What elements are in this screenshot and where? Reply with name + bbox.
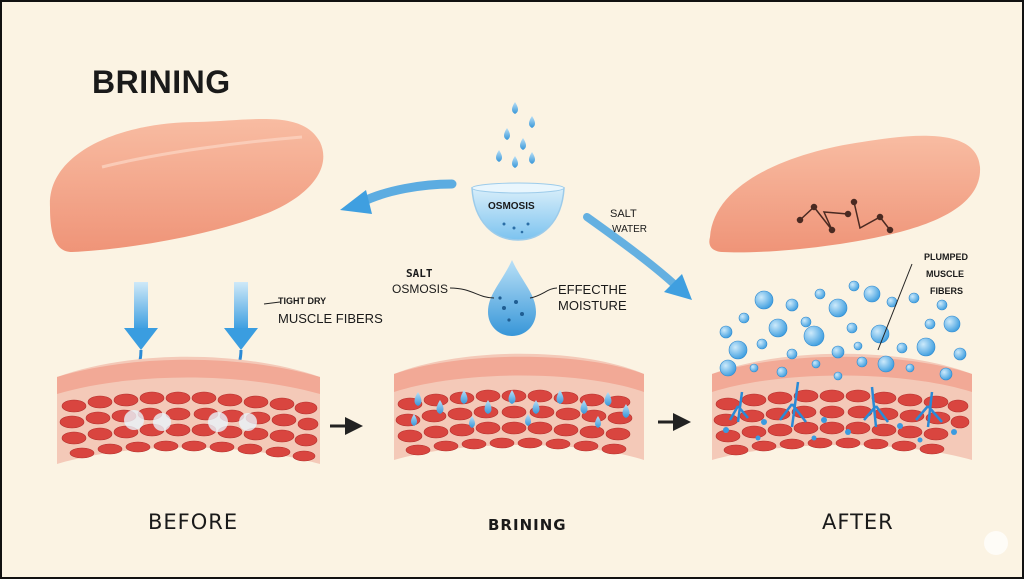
label-tight-dry: TIGHT DRY	[278, 296, 327, 306]
page-title: BRINING	[92, 64, 231, 100]
tissue-brining	[394, 353, 644, 460]
falling-water-drops	[496, 102, 535, 168]
fiber-network-icon	[796, 198, 894, 234]
label-osmosis-mid: OSMOSIS	[392, 282, 449, 296]
label-moisture: MOISTURE	[558, 298, 627, 313]
stage-label-before: BEFORE	[148, 510, 239, 534]
label-osmosis-bowl: OSMOSIS	[488, 201, 535, 212]
meat-highlight	[101, 135, 303, 169]
corner-badge-icon	[984, 531, 1008, 555]
label-salt-mid: SALT	[406, 267, 433, 280]
label-effect: EFFECTHE	[558, 282, 627, 297]
label-water: WATER	[612, 224, 647, 235]
label-plumped: PLUMPED	[924, 252, 969, 262]
stage-label-after: AFTER	[822, 510, 894, 534]
moisture-bubbles	[719, 280, 967, 381]
label-salt: SALT	[610, 208, 637, 220]
tissue-before	[57, 356, 320, 464]
salt-water-drop	[488, 260, 536, 336]
osmosis-bowl	[471, 187, 565, 241]
arrow-to-after	[583, 213, 678, 288]
brined-chicken-breast	[709, 135, 981, 253]
label-plumped-fibers: FIBERS	[930, 286, 964, 296]
label-plumped-muscle: MUSCLE	[926, 269, 964, 279]
tissue-after	[712, 353, 972, 460]
stage-label-brining: BRINING	[488, 516, 567, 534]
arrow-to-before	[357, 179, 457, 207]
label-muscle-fibers: MUSCLE FIBERS	[278, 311, 383, 326]
raw-chicken-breast	[49, 118, 324, 252]
